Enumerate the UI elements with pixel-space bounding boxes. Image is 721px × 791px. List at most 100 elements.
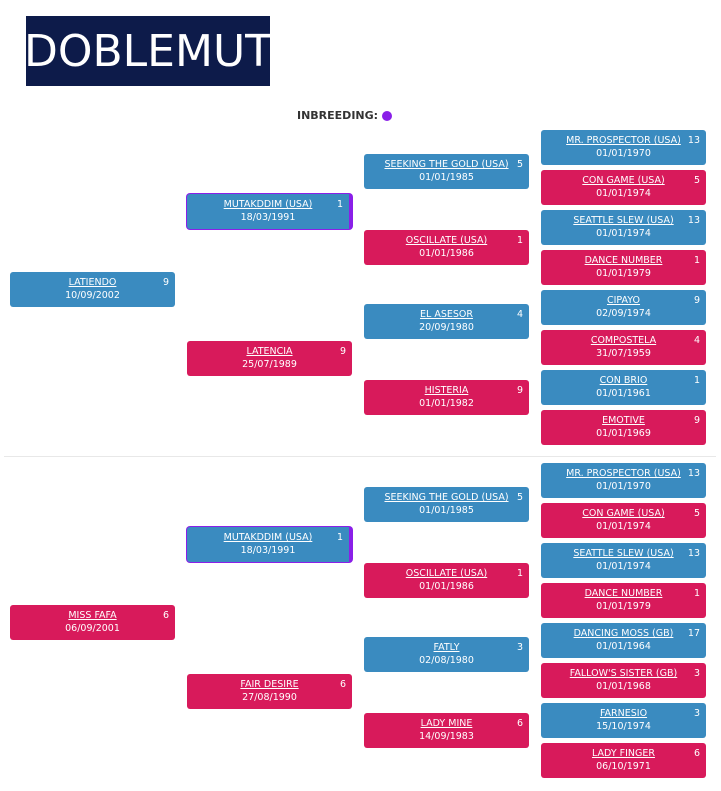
pedigree-card-gen2-dam[interactable]: LATENCIA 25/07/1989 9 [187,341,352,376]
pedigree-card-gen3[interactable]: SEEKING THE GOLD (USA) 01/01/1985 5 [364,487,529,522]
horse-name-link[interactable]: CON GAME (USA) [582,508,665,519]
horse-name-link[interactable]: FALLOW'S SISTER (GB) [569,668,678,679]
pedigree-card-gen4[interactable]: FARNESIO 15/10/1974 3 [541,703,706,738]
horse-name-link[interactable]: MUTAKDDIM (USA) [223,199,313,210]
horse-name-link[interactable]: OSCILLATE (USA) [405,568,488,579]
pedigree-card-gen3[interactable]: SEEKING THE GOLD (USA) 01/01/1985 5 [364,154,529,189]
pedigree-card-gen4[interactable]: CON GAME (USA) 01/01/1974 5 [541,503,706,538]
horse-name-link[interactable]: LADY MINE [420,718,473,729]
horse-name-link[interactable]: LATENCIA [246,346,293,357]
inbreeding-dot-icon [382,110,393,121]
pedigree-card-gen4[interactable]: DANCING MOSS (GB) 01/01/1964 17 [541,623,706,658]
horse-name-link[interactable]: FAIR DESIRE [240,679,299,690]
pedigree-card-gen2-sire[interactable]: MUTAKDDIM (USA) 18/03/1991 1 [187,194,352,229]
horse-name-link[interactable]: FATLY [433,642,460,653]
horse-count: 6 [162,610,169,621]
horse-name-link[interactable]: LADY FINGER [592,748,655,759]
horse-count: 5 [693,508,700,519]
horse-count: 3 [693,668,700,679]
horse-count: 6 [693,748,700,759]
horse-count: 4 [516,309,523,320]
horse-date: 01/01/1979 [596,601,651,612]
horse-date: 01/01/1974 [596,228,651,239]
pedigree-card-root-dam[interactable]: MISS FAFA 06/09/2001 6 [10,605,175,640]
horse-count: 3 [516,642,523,653]
inbreeding-label: INBREEDING: [297,109,379,122]
horse-name-link[interactable]: FARNESIO [599,708,648,719]
horse-count: 9 [516,385,523,396]
horse-name-link[interactable]: MR. PROSPECTOR (USA) [566,468,681,479]
horse-name-link[interactable]: CIPAYO [606,295,641,306]
horse-count: 1 [336,199,343,210]
pedigree-card-root-sire[interactable]: LATIENDO 10/09/2002 9 [10,272,175,307]
page-title: DOBLEMUT [24,16,272,86]
pedigree-card-gen2-sire[interactable]: MUTAKDDIM (USA) 18/03/1991 1 [187,527,352,562]
pedigree-card-gen4[interactable]: SEATTLE SLEW (USA) 01/01/1974 13 [541,210,706,245]
pedigree-card-gen4[interactable]: CON BRIO 01/01/1961 1 [541,370,706,405]
horse-count: 17 [687,628,700,639]
horse-name-link[interactable]: HISTERIA [424,385,469,396]
horse-date: 25/07/1989 [242,359,297,370]
horse-name-link[interactable]: SEATTLE SLEW (USA) [573,548,674,559]
horse-date: 01/01/1974 [596,561,651,572]
horse-name-link[interactable]: DANCING MOSS (GB) [573,628,674,639]
horse-name-link[interactable]: EMOTIVE [602,415,645,426]
horse-count: 9 [693,295,700,306]
horse-name-link[interactable]: COMPOSTELA [590,335,657,346]
horse-count: 1 [693,375,700,386]
horse-count: 9 [162,277,169,288]
horse-name-link[interactable]: OSCILLATE (USA) [405,235,488,246]
pedigree-card-gen4[interactable]: LADY FINGER 06/10/1971 6 [541,743,706,778]
pedigree-card-gen4[interactable]: CIPAYO 02/09/1974 9 [541,290,706,325]
horse-count: 1 [516,568,523,579]
horse-name-link[interactable]: MUTAKDDIM (USA) [223,532,313,543]
pedigree-card-gen4[interactable]: DANCE NUMBER 01/01/1979 1 [541,250,706,285]
horse-count: 13 [687,215,700,226]
horse-name-link[interactable]: SEEKING THE GOLD (USA) [384,159,509,170]
pedigree-card-gen3[interactable]: OSCILLATE (USA) 01/01/1986 1 [364,563,529,598]
pedigree-card-gen3[interactable]: OSCILLATE (USA) 01/01/1986 1 [364,230,529,265]
pedigree-card-gen4[interactable]: COMPOSTELA 31/07/1959 4 [541,330,706,365]
pedigree-card-gen4[interactable]: MR. PROSPECTOR (USA) 01/01/1970 13 [541,463,706,498]
horse-name-link[interactable]: SEATTLE SLEW (USA) [573,215,674,226]
pedigree-card-gen3[interactable]: LADY MINE 14/09/1983 6 [364,713,529,748]
pedigree-card-gen4[interactable]: SEATTLE SLEW (USA) 01/01/1974 13 [541,543,706,578]
horse-count: 1 [336,532,343,543]
horse-date: 31/07/1959 [596,348,651,359]
horse-date: 20/09/1980 [419,322,474,333]
horse-date: 06/10/1971 [596,761,651,772]
horse-name-link[interactable]: MR. PROSPECTOR (USA) [566,135,681,146]
horse-count: 1 [693,588,700,599]
horse-name-link[interactable]: DANCE NUMBER [584,255,663,266]
pedigree-card-gen3[interactable]: EL ASESOR 20/09/1980 4 [364,304,529,339]
horse-date: 02/09/1974 [596,308,651,319]
horse-date: 01/01/1964 [596,641,651,652]
pedigree-card-gen4[interactable]: MR. PROSPECTOR (USA) 01/01/1970 13 [541,130,706,165]
horse-date: 02/08/1980 [419,655,474,666]
pedigree-card-gen2-dam[interactable]: FAIR DESIRE 27/08/1990 6 [187,674,352,709]
pedigree-card-gen4[interactable]: CON GAME (USA) 01/01/1974 5 [541,170,706,205]
horse-count: 9 [339,346,346,357]
pedigree-card-gen3[interactable]: FATLY 02/08/1980 3 [364,637,529,672]
horse-date: 01/01/1986 [419,581,474,592]
horse-date: 01/01/1961 [596,388,651,399]
inbreeding-legend: INBREEDING: [297,109,393,122]
pedigree-card-gen3[interactable]: HISTERIA 01/01/1982 9 [364,380,529,415]
horse-name-link[interactable]: LATIENDO [68,277,117,288]
horse-date: 18/03/1991 [240,212,296,223]
horse-name-link[interactable]: CON GAME (USA) [582,175,665,186]
horse-name-link[interactable]: DANCE NUMBER [584,588,663,599]
pedigree-card-gen4[interactable]: FALLOW'S SISTER (GB) 01/01/1968 3 [541,663,706,698]
horse-date: 27/08/1990 [242,692,297,703]
pedigree-card-gen4[interactable]: DANCE NUMBER 01/01/1979 1 [541,583,706,618]
horse-count: 13 [687,135,700,146]
horse-date: 01/01/1974 [596,188,651,199]
horse-name-link[interactable]: CON BRIO [599,375,648,386]
horse-count: 9 [693,415,700,426]
horse-count: 1 [693,255,700,266]
horse-name-link[interactable]: EL ASESOR [420,309,473,320]
horse-name-link[interactable]: SEEKING THE GOLD (USA) [384,492,509,503]
horse-name-link[interactable]: MISS FAFA [68,610,117,621]
pedigree-card-gen4[interactable]: EMOTIVE 01/01/1969 9 [541,410,706,445]
horse-date: 01/01/1968 [596,681,651,692]
